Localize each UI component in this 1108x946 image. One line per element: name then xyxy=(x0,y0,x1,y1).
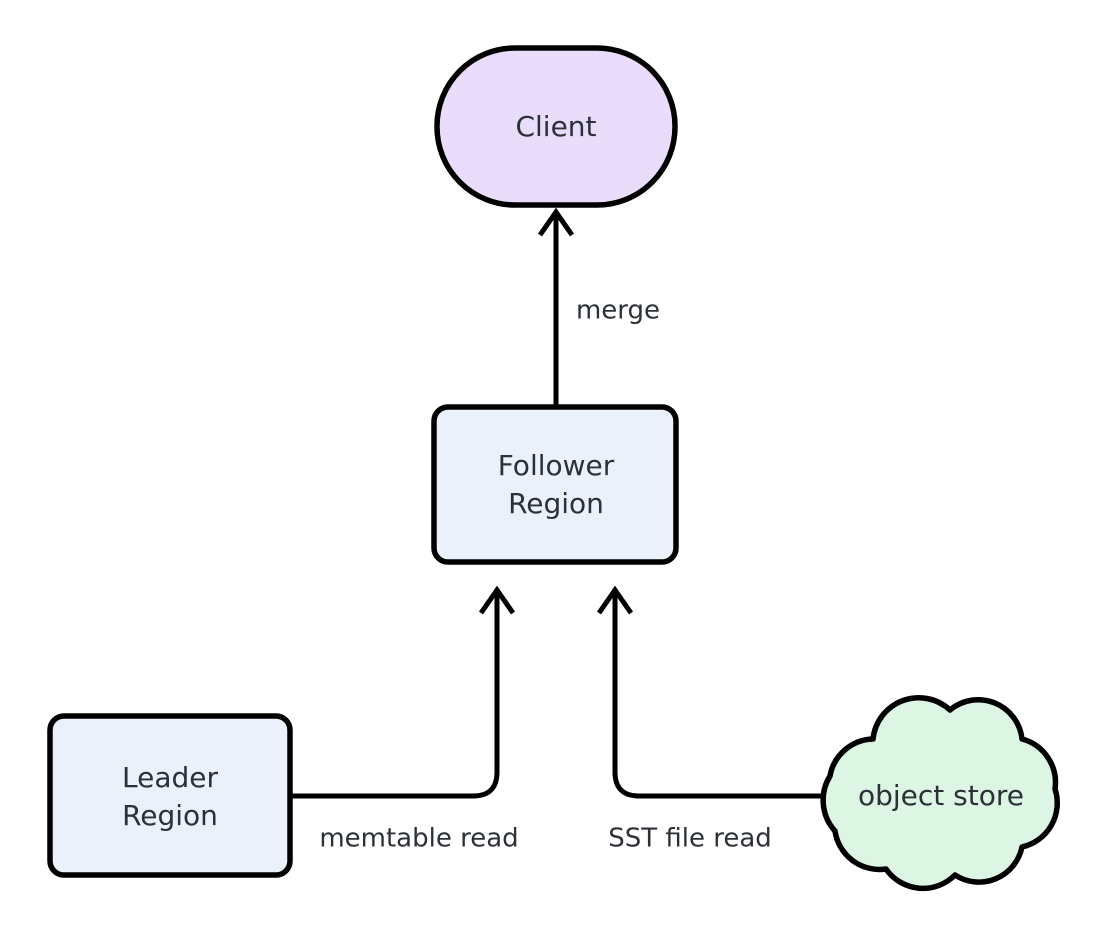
edge-merge-arrowhead xyxy=(537,207,575,237)
edge-merge xyxy=(537,207,575,407)
edge-sst-file-read-line xyxy=(612,594,822,799)
node-client-label: Client xyxy=(515,110,596,143)
node-follower-region-shape xyxy=(431,404,679,565)
node-leader-region[interactable]: Leader Region xyxy=(47,713,293,878)
node-object-store-label: object store xyxy=(858,779,1024,812)
edge-label-sst-file-read: SST file read xyxy=(608,824,772,854)
node-follower-region-label-line2: Region xyxy=(508,487,604,520)
node-client[interactable]: Client xyxy=(434,45,678,208)
node-leader-region-label-line2: Region xyxy=(122,799,218,832)
edge-sst-file-read-arrowhead xyxy=(596,585,634,615)
node-leader-region-label-line1: Leader xyxy=(122,761,218,794)
edge-memtable-read-line xyxy=(290,594,500,799)
node-object-store[interactable]: object store xyxy=(820,695,1060,892)
node-follower-region[interactable]: Follower Region xyxy=(431,404,679,565)
edge-label-memtable-read: memtable read xyxy=(319,824,518,854)
edge-sst-file-read xyxy=(596,585,822,799)
node-leader-region-shape xyxy=(47,713,293,878)
edge-memtable-read xyxy=(290,585,516,799)
node-client-shape xyxy=(434,45,678,208)
node-follower-region-label-line1: Follower xyxy=(498,449,615,482)
node-object-store-shape xyxy=(820,695,1060,892)
edge-label-merge: merge xyxy=(576,296,660,326)
edge-memtable-read-arrowhead xyxy=(478,585,516,615)
